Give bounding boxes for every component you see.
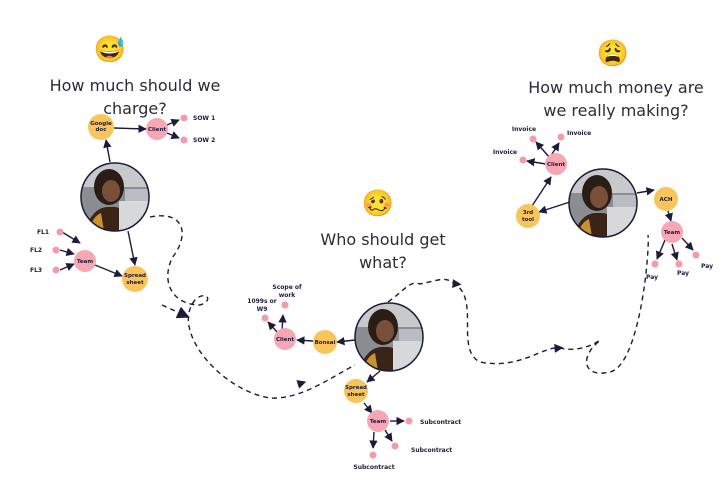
dot-sow1 (181, 115, 188, 122)
label-invoice1: Invoice (512, 126, 536, 133)
journey-arrow-2 (280, 383, 302, 390)
dot-scope (282, 302, 289, 309)
label-subcontract2: Subcontract (411, 447, 452, 454)
label-team-c: Team (664, 230, 680, 236)
label-sow1: SOW 1 (193, 115, 215, 122)
dot-subcontract1 (406, 418, 413, 425)
node-spreadsheet-b (344, 379, 368, 403)
dot-subcontract3 (370, 452, 377, 459)
dot-sow2 (181, 137, 188, 144)
dot-fl1 (57, 229, 64, 236)
label-fl1: FL1 (37, 229, 49, 236)
person-photo-c (563, 163, 643, 243)
label-sow2: SOW 2 (193, 137, 215, 144)
journey-path (150, 216, 355, 398)
label-invoice2: Invoice (567, 130, 591, 137)
dot-w9 (262, 315, 269, 322)
label-team-b: Team (370, 419, 386, 425)
label-bonsai: Bonsai (315, 340, 336, 346)
label-pay1: Pay (646, 274, 658, 281)
dot-invoice2 (558, 134, 565, 141)
label-pay3: Pay (701, 263, 713, 270)
dot-subcontract2 (392, 443, 399, 450)
label-ach: ACH (660, 197, 673, 203)
label-pay2: Pay (677, 270, 689, 277)
journey-arrow-1 (162, 305, 184, 315)
dot-fl3 (53, 267, 60, 274)
label-subcontract1: Subcontract (420, 419, 461, 426)
label-client-c: Client (547, 162, 565, 168)
journey-path-2 (388, 235, 648, 373)
node-spreadsheet-a (122, 266, 148, 292)
dot-pay1 (652, 261, 659, 268)
person-photo-b (349, 297, 429, 377)
label-team-a: Team (77, 259, 93, 265)
label-subcontract3: Subcontract (353, 464, 394, 471)
node-third-tool (516, 204, 540, 228)
label-fl2: FL2 (30, 247, 42, 254)
dot-pay3 (693, 252, 700, 259)
label-client-a: Client (148, 127, 166, 133)
label-invoice3: Invoice (493, 149, 517, 156)
dot-invoice1 (530, 136, 537, 143)
dot-pay2 (676, 261, 683, 268)
label-client-b: Client (276, 337, 294, 343)
dot-invoice3 (520, 157, 527, 164)
label-fl3: FL3 (30, 267, 42, 274)
dot-fl2 (53, 247, 60, 254)
person-photo-a (75, 157, 155, 237)
